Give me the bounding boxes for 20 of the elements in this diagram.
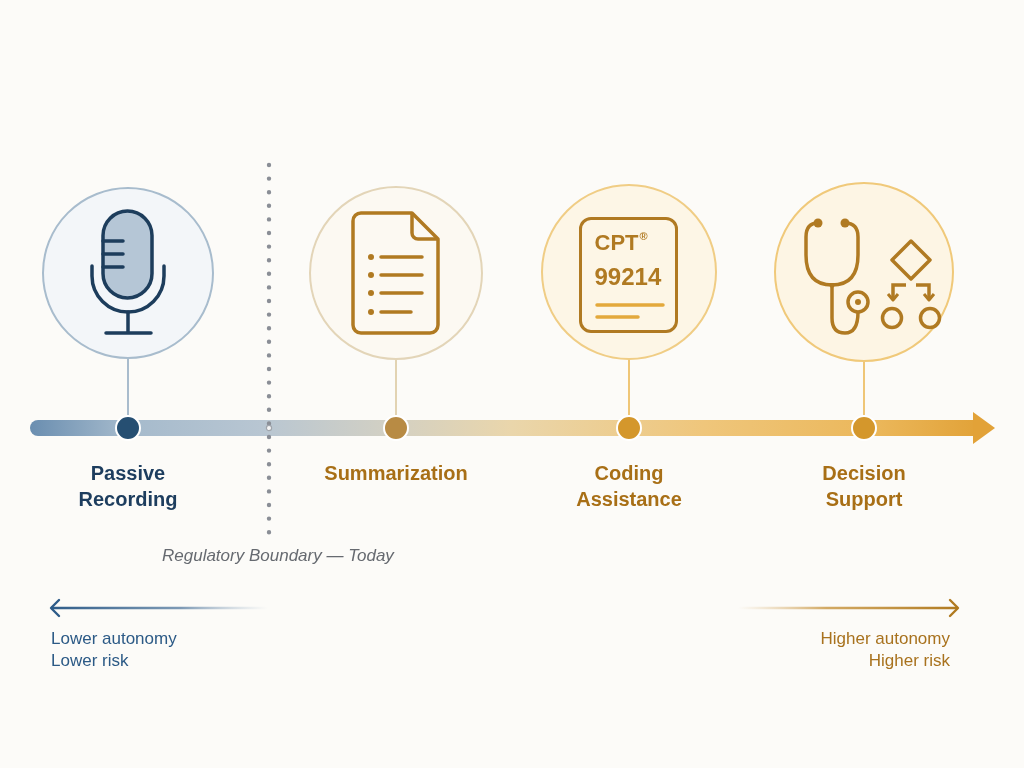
timeline-dot: [851, 415, 877, 441]
code-number: 99214: [594, 262, 662, 292]
scale-note: Lower risk: [51, 650, 129, 672]
code-system-label: CPT$^{®}$: [594, 229, 648, 257]
connector-line: [395, 359, 397, 416]
scale-note: Higher autonomy: [820, 628, 950, 650]
connector-line: [628, 359, 630, 416]
boundary-note: Regulatory Boundary — Today: [162, 545, 394, 567]
code-card: [579, 217, 678, 333]
connector-line: [127, 358, 129, 416]
scale-note: Lower autonomy: [51, 628, 177, 650]
stage-label: Decision Support: [821, 461, 907, 512]
scale-note: Higher risk: [868, 650, 950, 672]
stage-label: Summarization: [323, 461, 469, 486]
timeline-dot: [383, 415, 409, 441]
timeline-dot: [616, 415, 642, 441]
stage-label: Coding Assistance: [575, 461, 683, 512]
timeline-dot: [115, 415, 141, 441]
connector-line: [863, 361, 865, 416]
stage-label: Passive Recording: [77, 461, 179, 512]
